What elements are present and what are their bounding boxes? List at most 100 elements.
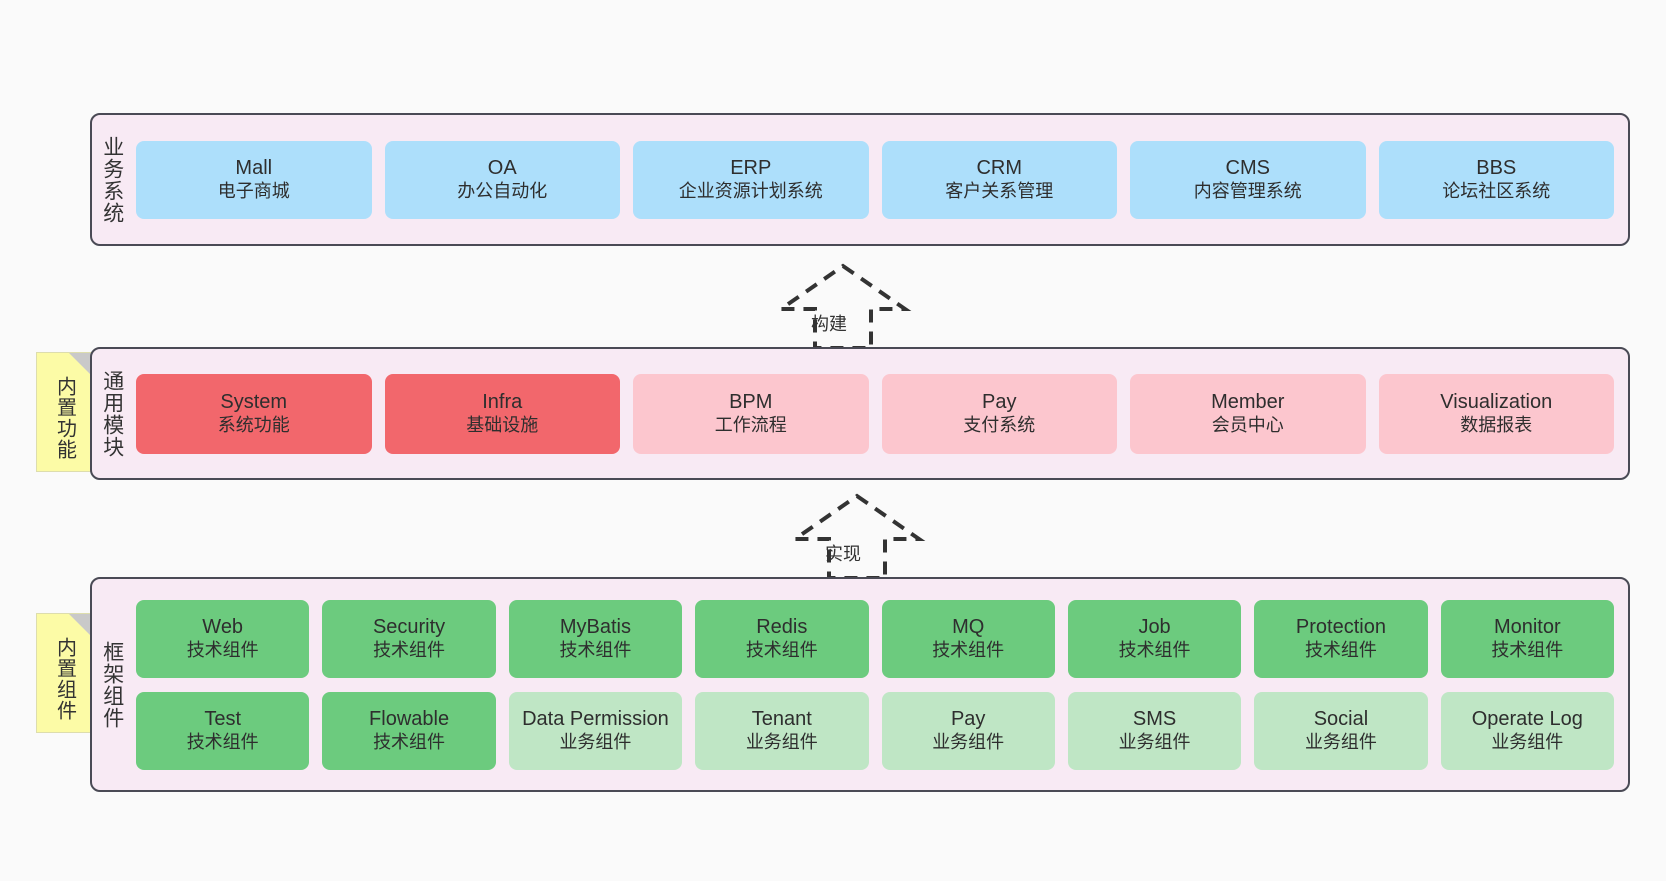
node-title: SMS: [1132, 708, 1177, 731]
connector-label: 实现: [825, 544, 861, 564]
connector-label: 构建: [811, 314, 847, 334]
node-security[interactable]: Security 技术组件: [322, 599, 496, 678]
node-title: BBS: [1476, 157, 1517, 180]
node-tenant[interactable]: Tenant 业务组件: [695, 691, 869, 770]
node-title: Flowable: [369, 708, 450, 731]
node-monitor[interactable]: Monitor 技术组件: [1440, 599, 1614, 678]
node-title: Web: [202, 616, 244, 639]
node-title: Tenant: [751, 708, 812, 731]
node-web[interactable]: Web 技术组件: [136, 599, 310, 678]
node-cms[interactable]: CMS 内容管理系统: [1130, 140, 1366, 219]
node-erp[interactable]: ERP 企业资源计划系统: [633, 140, 869, 219]
node-subtitle: 技术组件: [745, 639, 818, 660]
node-infra[interactable]: Infra 基础设施: [384, 373, 620, 454]
layer-body-modules: System 系统功能 Infra 基础设施 BPM 工作流程 Pay 支付系统…: [132, 349, 1628, 478]
node-subtitle: 业务组件: [1491, 731, 1564, 752]
node-system[interactable]: System 系统功能: [136, 373, 372, 454]
node-row: Web 技术组件 Security 技术组件 MyBatis 技术组件 Redi…: [136, 599, 1614, 678]
node-subtitle: 论坛社区系统: [1442, 180, 1551, 201]
node-oa[interactable]: OA 办公自动化: [384, 140, 620, 219]
node-visualization[interactable]: Visualization 数据报表: [1378, 373, 1614, 454]
node-title: Mall: [235, 157, 273, 180]
node-subtitle: 办公自动化: [457, 180, 548, 201]
node-crm[interactable]: CRM 客户关系管理: [881, 140, 1117, 219]
node-subtitle: 技术组件: [373, 639, 446, 660]
layer-common-modules: 通用模块 System 系统功能 Infra 基础设施 BPM 工作流程 Pay…: [90, 347, 1630, 480]
node-title: Pay: [950, 708, 986, 731]
node-title: BPM: [729, 391, 773, 414]
node-pay-component[interactable]: Pay 业务组件: [881, 691, 1055, 770]
layer-framework-components: 框架组件 Web 技术组件 Security 技术组件 MyBatis 技术组件…: [90, 577, 1630, 792]
note-builtin-component: 内置组件: [36, 613, 92, 733]
node-mall[interactable]: Mall 电子商城: [136, 140, 372, 219]
node-title: ERP: [730, 157, 772, 180]
node-subtitle: 工作流程: [714, 414, 787, 435]
node-row: Mall 电子商城 OA 办公自动化 ERP 企业资源计划系统 CRM 客户关系…: [136, 140, 1614, 219]
layer-title-modules: 通用模块: [100, 369, 124, 458]
node-mq[interactable]: MQ 技术组件: [881, 599, 1055, 678]
node-subtitle: 企业资源计划系统: [678, 180, 823, 201]
node-title: Protection: [1295, 616, 1386, 639]
node-protection[interactable]: Protection 技术组件: [1254, 599, 1428, 678]
node-row: Test 技术组件 Flowable 技术组件 Data Permission …: [136, 691, 1614, 770]
node-subtitle: 技术组件: [373, 731, 446, 752]
node-pay-module[interactable]: Pay 支付系统: [881, 373, 1117, 454]
node-bbs[interactable]: BBS 论坛社区系统: [1378, 140, 1614, 219]
node-title: Test: [204, 708, 242, 731]
node-title: Security: [372, 616, 446, 639]
node-subtitle: 系统功能: [217, 414, 290, 435]
node-title: Social: [1313, 708, 1369, 731]
node-test[interactable]: Test 技术组件: [136, 691, 310, 770]
node-subtitle: 技术组件: [1118, 639, 1191, 660]
connector-implement: 实现: [769, 492, 929, 580]
node-title: CMS: [1225, 157, 1270, 180]
node-subtitle: 业务组件: [1304, 731, 1377, 752]
node-title: MQ: [952, 616, 985, 639]
layer-title-business: 业务系统: [100, 135, 124, 224]
node-social[interactable]: Social 业务组件: [1254, 691, 1428, 770]
node-operate-log[interactable]: Operate Log 业务组件: [1440, 691, 1614, 770]
node-member[interactable]: Member 会员中心: [1130, 373, 1366, 454]
node-subtitle: 基础设施: [466, 414, 539, 435]
node-redis[interactable]: Redis 技术组件: [695, 599, 869, 678]
node-subtitle: 业务组件: [932, 731, 1005, 752]
node-subtitle: 技术组件: [1491, 639, 1564, 660]
generalization-arrow-icon: [774, 263, 912, 350]
node-job[interactable]: Job 技术组件: [1067, 599, 1242, 678]
generalization-arrow-icon: [788, 493, 926, 580]
node-subtitle: 技术组件: [559, 639, 632, 660]
node-subtitle: 会员中心: [1211, 414, 1284, 435]
node-subtitle: 技术组件: [186, 639, 259, 660]
node-title: Pay: [982, 391, 1017, 414]
note-builtin-function: 内置功能: [36, 352, 92, 472]
node-title: Member: [1211, 391, 1285, 414]
node-title: MyBatis: [559, 616, 631, 639]
node-subtitle: 客户关系管理: [945, 180, 1054, 201]
node-subtitle: 数据报表: [1460, 414, 1533, 435]
node-title: Job: [1138, 616, 1171, 639]
node-subtitle: 内容管理系统: [1193, 180, 1302, 201]
node-title: Operate Log: [1471, 708, 1583, 731]
note-fold-corner-icon: [69, 353, 91, 375]
layer-business-systems: 业务系统 Mall 电子商城 OA 办公自动化 ERP 企业资源计划系统 CRM…: [90, 113, 1630, 246]
note-label: 内置功能: [53, 376, 76, 460]
node-subtitle: 技术组件: [932, 639, 1005, 660]
node-data-permission[interactable]: Data Permission 业务组件: [508, 691, 683, 770]
node-sms[interactable]: SMS 业务组件: [1067, 691, 1242, 770]
node-flowable[interactable]: Flowable 技术组件: [322, 691, 496, 770]
note-fold-corner-icon: [69, 614, 91, 636]
node-subtitle: 技术组件: [1304, 639, 1377, 660]
node-title: Redis: [756, 616, 808, 639]
layer-body-business: Mall 电子商城 OA 办公自动化 ERP 企业资源计划系统 CRM 客户关系…: [132, 115, 1628, 244]
node-title: Infra: [482, 391, 523, 414]
node-title: Visualization: [1440, 391, 1553, 414]
node-bpm[interactable]: BPM 工作流程: [633, 373, 869, 454]
node-title: Data Permission: [522, 708, 669, 731]
node-subtitle: 支付系统: [963, 414, 1036, 435]
node-subtitle: 业务组件: [745, 731, 818, 752]
node-title: System: [220, 391, 288, 414]
node-subtitle: 技术组件: [186, 731, 259, 752]
node-title: OA: [487, 157, 517, 180]
node-mybatis[interactable]: MyBatis 技术组件: [508, 599, 683, 678]
